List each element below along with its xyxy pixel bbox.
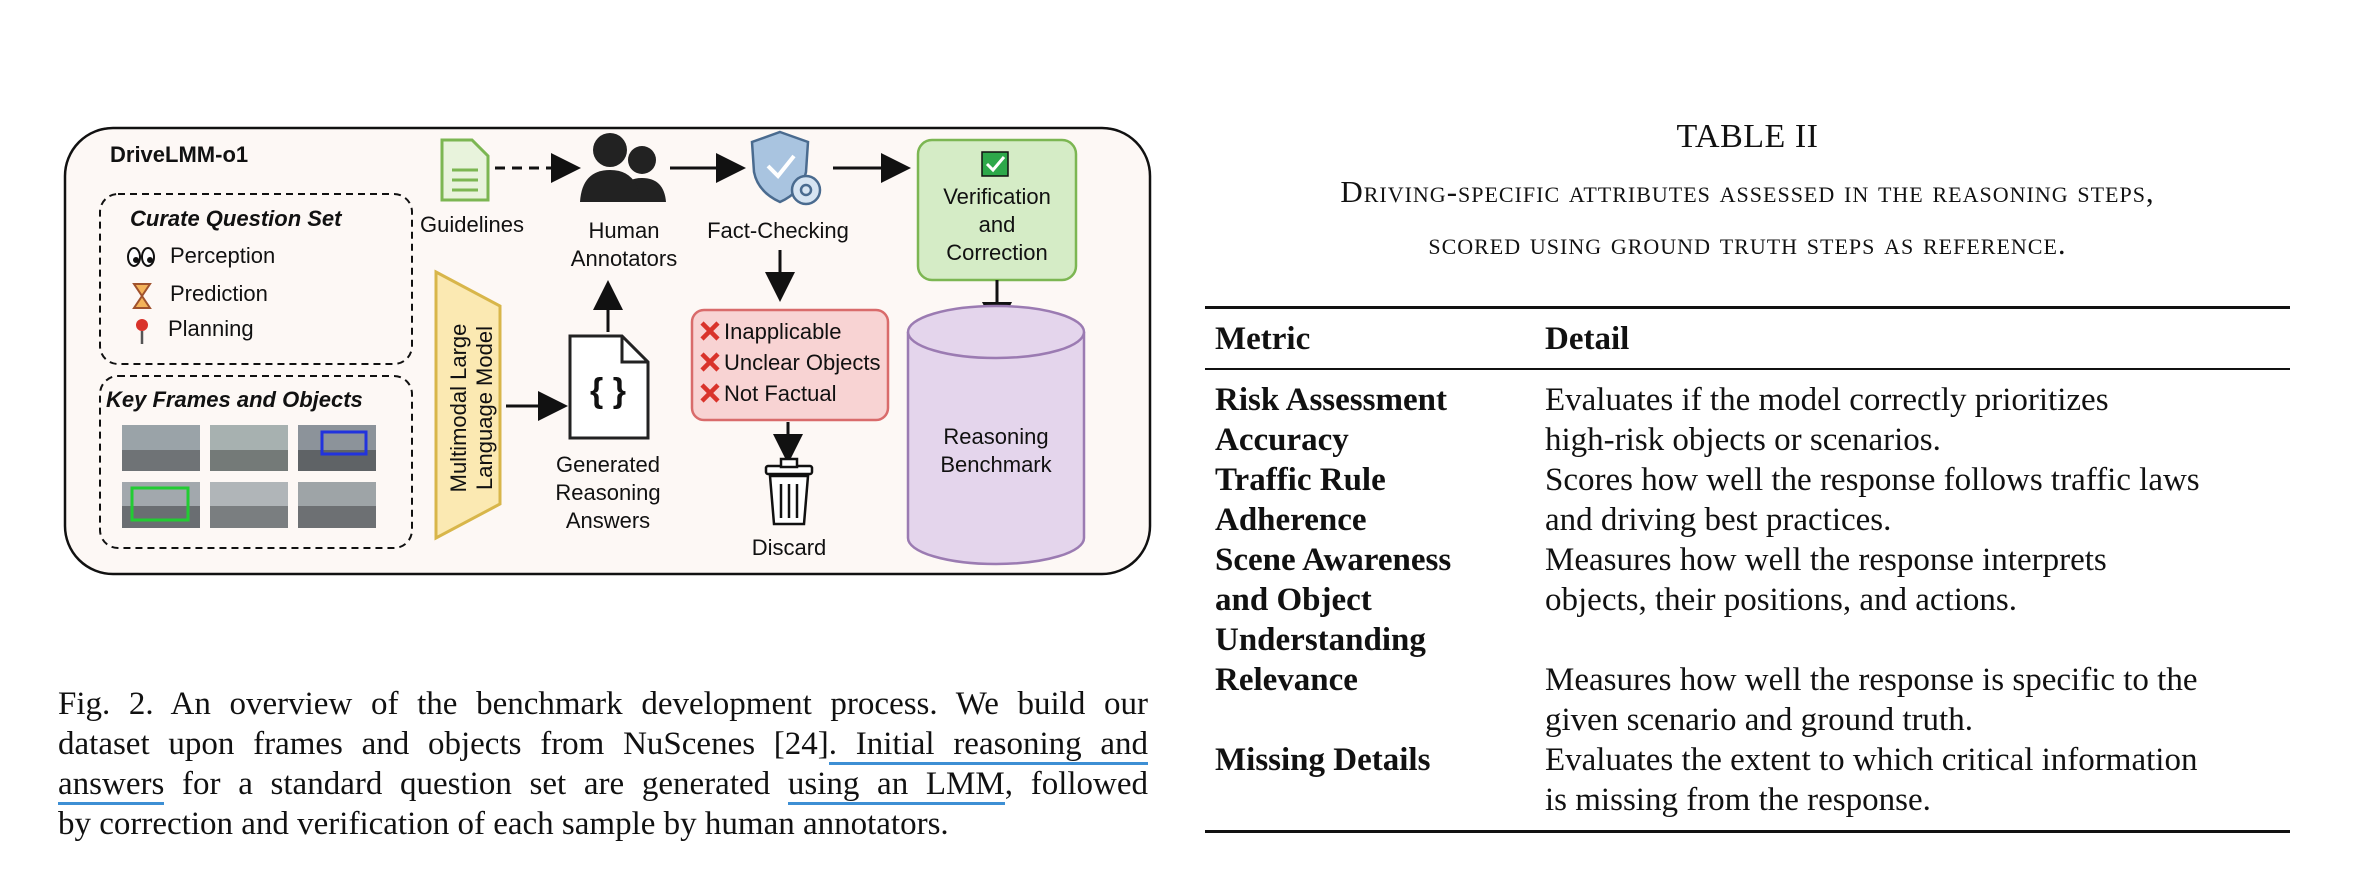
reject-item-inapplicable: Inapplicable bbox=[724, 319, 841, 344]
json-file-icon bbox=[568, 334, 650, 440]
eyes-icon bbox=[127, 247, 155, 267]
annotators-label-line1: Human bbox=[589, 218, 660, 243]
metric-cell: Relevance bbox=[1205, 660, 1535, 740]
table-row: Relevance Measures how well the response… bbox=[1205, 660, 2290, 740]
figure-caption: Fig. 2. An overview of the benchmark dev… bbox=[58, 684, 1148, 844]
table-caption: Driving-specific attributes assessed in … bbox=[1205, 166, 2290, 270]
human-annotators-icon bbox=[580, 133, 666, 202]
metric-line: Missing Details bbox=[1215, 742, 1431, 778]
caption-highlight: answers bbox=[58, 766, 165, 805]
question-set-heading: Curate Question Set bbox=[130, 206, 343, 231]
detail-line: is missing from the response. bbox=[1545, 782, 1931, 818]
caption-highlight: . Initial reasoning and bbox=[828, 726, 1148, 765]
question-set-box bbox=[99, 193, 413, 365]
generated-line1: Generated bbox=[556, 452, 660, 477]
caption-text: , followed bbox=[1004, 766, 1149, 802]
metric-line: and Object bbox=[1215, 582, 1372, 618]
detail-line: objects, their positions, and actions. bbox=[1545, 582, 2018, 618]
detail-line: Scores how well the response follows tra… bbox=[1545, 462, 2200, 498]
metric-line: Accuracy bbox=[1215, 422, 1349, 458]
metric-line: Scene Awareness bbox=[1215, 542, 1452, 578]
header-metric: Metric bbox=[1205, 306, 1535, 370]
detail-line: Evaluates if the model correctly priorit… bbox=[1545, 382, 2109, 418]
checkbox-icon bbox=[981, 151, 1009, 177]
question-item-prediction: Prediction bbox=[170, 281, 268, 306]
shield-gear-icon bbox=[750, 130, 822, 206]
detail-line: Evaluates the extent to which critical i… bbox=[1545, 742, 2198, 778]
discard-label: Discard bbox=[752, 535, 827, 560]
key-frames-box bbox=[99, 375, 413, 549]
metric-cell: Missing Details bbox=[1205, 740, 1535, 833]
lmm-label-line1: Multimodal Large bbox=[446, 324, 471, 493]
key-frame-thumbnails bbox=[122, 425, 376, 528]
database-icon bbox=[906, 304, 1086, 566]
json-glyph: { } bbox=[590, 372, 626, 410]
detail-line: Measures how well the response interpret… bbox=[1545, 542, 2107, 578]
detail-cell: Evaluates the extent to which critical i… bbox=[1535, 740, 2290, 833]
detail-cell: Measures how well the response interpret… bbox=[1535, 540, 2290, 660]
pipeline-diagram: DriveLMM-o1 Curate Question Set Percepti… bbox=[63, 126, 1152, 576]
table-header-row: Metric Detail bbox=[1205, 306, 2290, 370]
caption-highlight: using an LMM bbox=[787, 766, 1005, 805]
caption-text: for a standard question set are generate… bbox=[164, 766, 788, 802]
fact-checking-label: Fact-Checking bbox=[707, 218, 849, 243]
table-row: Missing Details Evaluates the extent to … bbox=[1205, 740, 2290, 833]
detail-cell: Scores how well the response follows tra… bbox=[1535, 460, 2290, 540]
detail-line: Measures how well the response is specif… bbox=[1545, 662, 2198, 698]
reject-item-not-factual: Not Factual bbox=[724, 381, 837, 406]
reject-box bbox=[690, 308, 890, 422]
caption-line4: by correction and verification of each s… bbox=[58, 806, 949, 842]
detail-cell: Measures how well the response is specif… bbox=[1535, 660, 2290, 740]
question-item-perception: Perception bbox=[170, 243, 275, 268]
detail-cell: Evaluates if the model correctly priorit… bbox=[1535, 369, 2290, 460]
table-caption-line2: scored using ground truth steps as refer… bbox=[1428, 226, 2067, 261]
caption-line1: Fig. 2. An overview of the benchmark dev… bbox=[58, 686, 1148, 722]
benchmark-line1: Reasoning bbox=[943, 424, 1048, 449]
lmm-block bbox=[434, 269, 502, 541]
benchmark-line2: Benchmark bbox=[940, 452, 1052, 477]
hourglass-icon bbox=[132, 283, 152, 309]
metric-line: Understanding bbox=[1215, 622, 1426, 658]
pushpin-icon bbox=[136, 319, 148, 344]
generated-line3: Answers bbox=[566, 508, 650, 533]
annotators-label-line2: Annotators bbox=[571, 246, 677, 271]
metric-line: Relevance bbox=[1215, 662, 1358, 698]
header-detail: Detail bbox=[1535, 306, 2290, 370]
trash-icon bbox=[764, 457, 814, 526]
caption-line2: dataset upon frames and objects from NuS… bbox=[58, 724, 1148, 765]
reject-item-unclear: Unclear Objects bbox=[724, 350, 881, 375]
detail-line: high-risk objects or scenarios. bbox=[1545, 422, 1941, 458]
metric-line: Traffic Rule bbox=[1215, 462, 1386, 498]
metric-line: Adherence bbox=[1215, 502, 1367, 538]
figure-title: DriveLMM-o1 bbox=[110, 142, 248, 167]
detail-line: and driving best practices. bbox=[1545, 502, 1892, 538]
key-frames-heading: Key Frames and Objects bbox=[106, 387, 363, 412]
table-caption-line1: Driving-specific attributes assessed in … bbox=[1340, 174, 2155, 209]
cross-icon bbox=[700, 321, 720, 403]
verification-line2: and bbox=[979, 212, 1016, 237]
table-header-block: TABLE II Driving-specific attributes ass… bbox=[1205, 110, 2290, 270]
question-item-planning: Planning bbox=[168, 316, 254, 341]
document-icon bbox=[440, 138, 490, 202]
caption-line3: answers for a standard question set are … bbox=[58, 764, 1149, 805]
verification-line3: Correction bbox=[946, 240, 1047, 265]
caption-text: dataset upon frames and objects from NuS… bbox=[58, 726, 829, 762]
metric-line: Risk Assessment bbox=[1215, 382, 1447, 418]
generated-line2: Reasoning bbox=[555, 480, 660, 505]
detail-line: given scenario and ground truth. bbox=[1545, 702, 1973, 738]
verification-line1: Verification bbox=[943, 184, 1051, 209]
guidelines-label: Guidelines bbox=[420, 212, 524, 237]
lmm-label-line2: Language Model bbox=[472, 326, 497, 490]
table-label: TABLE II bbox=[1676, 118, 1819, 155]
